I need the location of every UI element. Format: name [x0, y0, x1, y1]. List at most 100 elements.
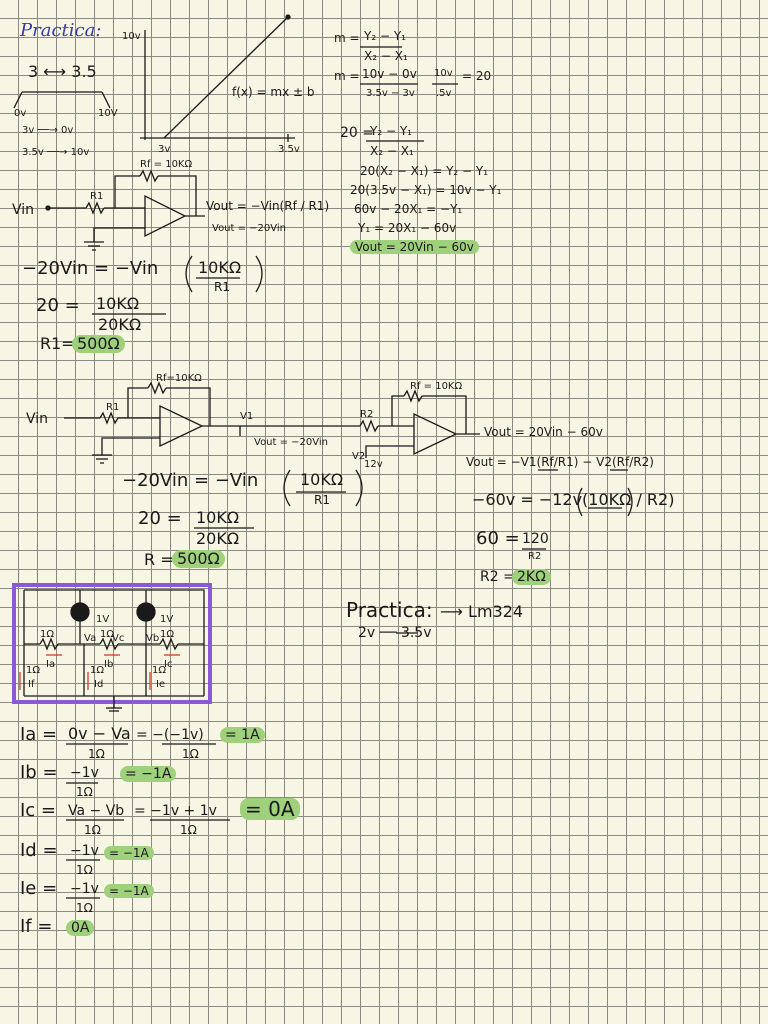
- calc2-r-highlight: 500Ω: [172, 550, 225, 568]
- c2-vout-final: Vout = 20Vin − 60v: [484, 425, 603, 439]
- c1-rf-label: Rf = 10KΩ: [140, 159, 193, 170]
- current-ia-lhs: Ia =: [20, 724, 58, 745]
- range-v10: 10V: [98, 108, 118, 119]
- graph-y-label: 10v: [122, 31, 141, 42]
- calc2-right-3-den: R2: [528, 551, 542, 562]
- range-bracket-left: [13, 91, 23, 109]
- slope-calc2-den: .5v: [436, 88, 452, 99]
- c2-opamp-1: [159, 404, 204, 448]
- mesh-node-b: Vb: [146, 633, 160, 644]
- current-ie-num: −1v: [70, 881, 99, 897]
- c2-r2-label: R2: [360, 409, 374, 420]
- calc1-l3-lhs: R1=: [40, 334, 75, 353]
- current-ic-result: = 0A: [240, 798, 300, 820]
- calc1-l1-den: R1: [214, 280, 230, 294]
- current-ie-result: = −1A: [104, 884, 154, 898]
- practice2-title: Practica:: [346, 598, 433, 622]
- slope-calc-den: 3.5v − 3v: [366, 88, 415, 99]
- slope-result: = 20: [462, 69, 492, 83]
- calc2-right-2: −60v = −12v(10KΩ / R2): [472, 490, 675, 509]
- mesh-frame: [12, 583, 212, 704]
- calc2-right-4-lhs: R2 =: [480, 569, 515, 585]
- mesh-current-ib: Id: [94, 679, 104, 690]
- r1-result-highlight: 500Ω: [72, 335, 125, 353]
- c1-rf: [139, 169, 159, 183]
- range-label: 3 ⟷ 3.5: [28, 62, 97, 81]
- mesh-source-2: [136, 602, 156, 622]
- calc1-l1-lhs: −20Vin = −Vin: [22, 258, 159, 279]
- calc2-l1-den: R1: [314, 493, 330, 507]
- mesh-src2-label: 1V: [160, 614, 174, 625]
- slope-def-num: Y₂ − Y₁: [364, 29, 406, 43]
- slope-line-1: 20(X₂ − X₁) = Y₂ − Y₁: [360, 164, 489, 178]
- c2-v2-label: V2: [352, 451, 366, 462]
- c1-r1: [85, 201, 105, 215]
- current-ie-den: 1Ω: [76, 901, 93, 915]
- c2-rf2-label: Rf = 10KΩ: [410, 381, 463, 392]
- calc2-l1: −20Vin = −Vin: [122, 470, 259, 491]
- graph-x-end: 3.5v: [278, 144, 300, 155]
- graph-endpoint: [285, 14, 291, 20]
- mesh-res-label: 1Ω: [100, 629, 115, 640]
- calc1-l1-num: 10KΩ: [198, 258, 242, 277]
- eq20-lhs: 20 =: [340, 125, 374, 141]
- practice2-lm324: ⟶ Lm324: [440, 602, 524, 621]
- vout-result-highlight: Vout = 20Vin − 60v: [350, 240, 479, 254]
- current-ia-mid: = −(−1v): [136, 727, 204, 743]
- current-id-num: −1v: [70, 843, 99, 859]
- mesh-res-label: 1Ω: [152, 665, 167, 676]
- calc2-l1-num: 10KΩ: [300, 470, 344, 489]
- calc1-l2-num: 10KΩ: [96, 294, 140, 313]
- eq20-num: Y₂ − Y₁: [370, 124, 412, 138]
- c1-opamp: [144, 194, 187, 238]
- current-ia-den: 1Ω: [88, 747, 105, 761]
- current-if-lhs: If =: [20, 916, 53, 937]
- current-ib-den: 1Ω: [76, 785, 93, 799]
- slope-calc2-num: 10v: [434, 68, 453, 79]
- slope-calc-lhs: m =: [334, 69, 360, 83]
- calc2-right-3-num: 120: [522, 531, 549, 547]
- c2-rf1-label: Rf=10KΩ: [156, 373, 202, 384]
- current-ib-result: = −1A: [120, 766, 177, 782]
- current-ia-mid-den: 1Ω: [182, 747, 199, 761]
- current-if-result: 0A: [66, 920, 95, 936]
- c2-v1-label: V1: [240, 411, 254, 422]
- mesh-current-ia: Ia: [46, 659, 56, 670]
- current-ib-num: −1v: [70, 765, 99, 781]
- c1-eq-a: Vout = −Vin(Rf / R1): [206, 199, 330, 213]
- current-id-den: 1Ω: [76, 863, 93, 877]
- graph-function: f(x) = mx ± b: [232, 85, 315, 99]
- range-v0: 0v: [14, 108, 27, 119]
- current-id-lhs: Id =: [20, 840, 58, 861]
- mesh-node-c: Vc: [112, 633, 125, 644]
- graph-line: [163, 16, 289, 139]
- c1-eq-b: Vout = −20Vin: [212, 223, 287, 234]
- mesh-res-label: 1Ω: [90, 665, 105, 676]
- c1-r1-label: R1: [90, 191, 104, 202]
- current-ia-num: 0v − Va: [68, 724, 131, 743]
- mesh-res-label: 1Ω: [160, 629, 175, 640]
- mesh-res-label: 1Ω: [26, 665, 41, 676]
- slope-line-2: 20(3.5v − X₁) = 10v − Y₁: [350, 183, 502, 197]
- c2-vout1-label: Vout = −20Vin: [254, 437, 329, 448]
- mesh-current-id: Ie: [156, 679, 166, 690]
- practice-title: Practica:: [20, 20, 102, 41]
- calc2-right-1: Vout = −V1(Rf/R1) − V2(Rf/R2): [466, 455, 654, 469]
- map-line-1: 3v ──→ 0v: [22, 125, 74, 136]
- eq20-den: X₂ − X₁: [370, 144, 414, 158]
- current-ia-result: = 1A: [220, 727, 265, 743]
- current-ic-num: Va − Vb: [68, 803, 125, 819]
- current-ie-lhs: Ie =: [20, 878, 58, 899]
- range-bracket-right: [101, 91, 111, 109]
- current-id-result: = −1A: [104, 846, 154, 860]
- c2-vin-label: Vin: [26, 411, 49, 427]
- mesh-current-ie: Ic: [164, 659, 173, 670]
- c1-vin-label: Vin: [12, 202, 35, 218]
- calc2-l2-lhs: 20 =: [138, 508, 182, 529]
- slope-line-4: Y₁ = 20X₁ − 60v: [358, 221, 457, 235]
- current-ib-lhs: Ib =: [20, 762, 58, 783]
- practice2-range: 2v ── 3.5v: [358, 625, 432, 641]
- c2-12v-label: 12v: [364, 459, 383, 470]
- mesh-res-label: 1Ω: [40, 629, 55, 640]
